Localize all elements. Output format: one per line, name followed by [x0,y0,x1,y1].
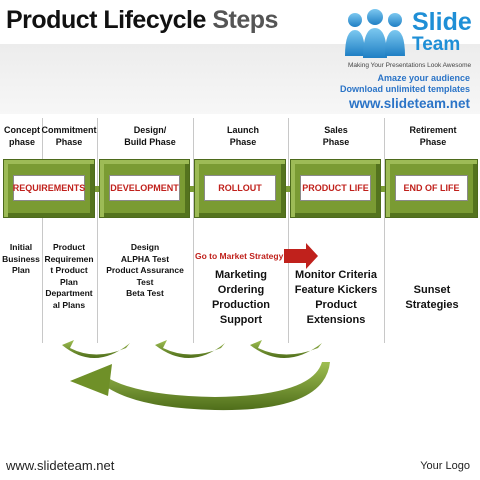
promo-url: www.slideteam.net [348,96,470,111]
column-divider [288,118,289,343]
stage-label: REQUIREMENTS [12,183,86,193]
stage-connector [92,186,104,192]
cycle-arrow-icon [62,340,130,359]
title-part2: Steps [212,6,278,34]
cycle-arrow-icon [155,340,225,359]
column-divider [42,118,43,343]
cycle-arrow-icon [250,340,322,359]
phase-label-retirement: Retirement Phase [409,125,457,147]
phase-label-concept: Concept phase [4,125,40,147]
promo-block: Amaze your audience Download unlimited t… [340,73,470,112]
detail-sales: Monitor Criteria Feature Kickers Product… [294,269,378,326]
go-to-market-arrow-icon [284,243,318,269]
promo-line1: Amaze your audience [377,73,470,83]
stage-label: DEVELOPMENT [110,183,179,193]
slideteam-logo: Slide Team Making Your Presentations Loo… [340,6,480,70]
stage-connector [187,186,199,192]
detail-commitment: Product Requiremen t Product Plan Depart… [44,242,94,310]
logo-tagline: Making Your Presentations Look Awesome [348,62,472,69]
column-divider [384,118,385,343]
stage-box-rollout: ROLLOUT [194,159,286,218]
phase-label-launch: Launch Phase [226,125,259,147]
logo-text-team: Team [412,34,461,55]
column-divider [193,118,194,343]
stage-box-end-of-life: END OF LIFE [385,159,478,218]
logo-text-slide: Slide [412,8,472,36]
people-logo-icon [345,9,405,58]
detail-launch: Marketing Ordering Production Support [211,269,271,326]
return-arrow-icon [100,362,330,411]
stage-connector [283,186,295,192]
detail-concept: Initial Business Plan [2,242,40,275]
phase-label-sales: Sales Phase [322,125,350,147]
footer-url[interactable]: www.slideteam.net [6,458,115,473]
return-arrowhead-icon [70,364,112,396]
go-to-market-label: Go to Market Strategy [195,251,284,261]
stage-box-development: DEVELOPMENT [99,159,190,218]
stage-label: ROLLOUT [218,183,262,193]
stage-connector [378,186,390,192]
stage-label: PRODUCT LIFE [302,183,369,193]
title-part1: Product Lifecycle [6,6,206,34]
phase-label-commitment: Commitment Phase [41,125,97,147]
stage-label: END OF LIFE [403,183,460,193]
footer-logo-placeholder: Your Logo [420,460,470,472]
phase-label-design: Design/ Build Phase [124,125,176,147]
stage-box-requirements: REQUIREMENTS [3,159,95,218]
column-divider [97,118,98,343]
detail-design: Design ALPHA Test Product Assurance Test… [106,242,184,298]
slide-title: Product Lifecycle Steps [6,6,278,35]
stage-box-product-life: PRODUCT LIFE [290,159,381,218]
detail-retirement: Sunset Strategies [405,284,459,311]
promo-line2: Download unlimited templates [339,84,470,94]
